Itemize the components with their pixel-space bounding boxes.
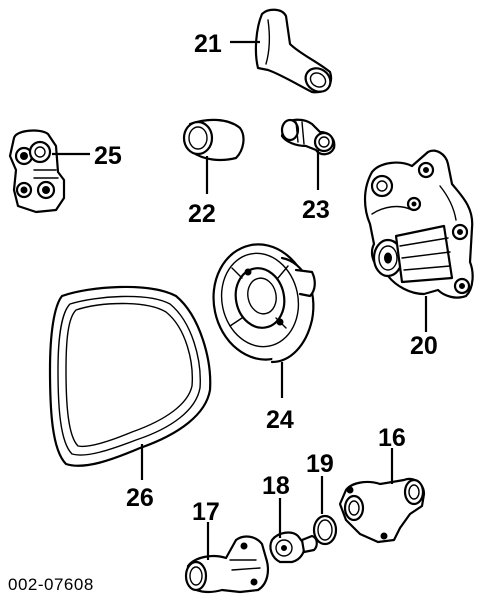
part-23-bypass-elbow [280, 118, 336, 156]
callout-16: 16 [378, 424, 406, 452]
part-19-gasket [312, 514, 338, 546]
part-17-outlet-connector [184, 535, 269, 594]
callout-23: 23 [302, 196, 330, 224]
part-22-hose [182, 118, 245, 162]
part-21-elbow-tube [254, 8, 333, 94]
callout-19: 19 [306, 450, 334, 478]
drawing-code: 002-07608 [8, 575, 94, 594]
callout-21: 21 [194, 30, 222, 58]
part-18-thermostat [269, 531, 318, 564]
callout-22: 22 [188, 200, 216, 228]
part-16-thermostat-housing [338, 477, 426, 544]
part-25-bracket [8, 129, 66, 214]
part-20-water-pump [363, 149, 474, 299]
callout-26: 26 [126, 484, 154, 512]
callout-20: 20 [410, 332, 438, 360]
callout-18: 18 [262, 472, 290, 500]
callout-17: 17 [192, 498, 220, 526]
part-24-pulley [212, 243, 316, 364]
part-26-drive-belt [48, 285, 212, 467]
callout-25: 25 [94, 142, 122, 170]
callout-24: 24 [266, 406, 294, 434]
